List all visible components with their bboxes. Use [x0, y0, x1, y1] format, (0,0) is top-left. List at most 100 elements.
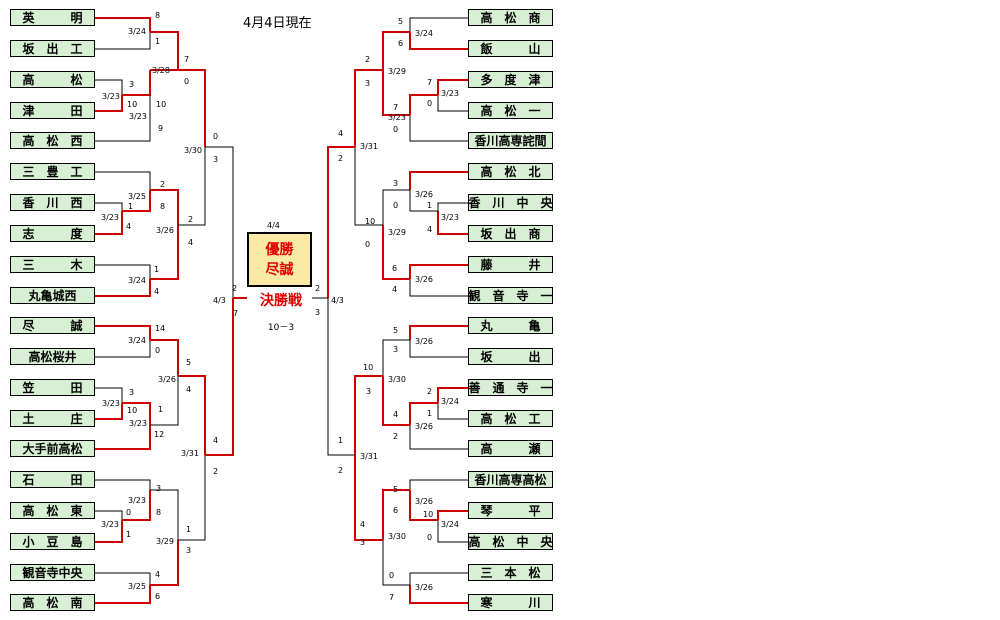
bracket-line [150, 540, 179, 586]
bracket-line [382, 489, 410, 540]
left-score-label: 2 [232, 284, 238, 293]
left-score-label: 2 [160, 180, 166, 189]
bracket-line [437, 387, 468, 403]
left-score-label: 5 [186, 358, 192, 367]
right-score-label: 4 [360, 520, 366, 529]
team-name: 香 川 中 央 [468, 196, 553, 210]
bracket-line [95, 510, 123, 520]
right-score-label: 3/24 [415, 29, 433, 38]
team-name: 志 度 [22, 227, 83, 241]
right-score-label: 5 [393, 485, 399, 494]
bracket-line [95, 387, 123, 403]
team-name: 笠 田 [22, 381, 83, 395]
right-score-label: 3/24 [441, 520, 459, 529]
right-team-20: 寒 川 [468, 594, 553, 611]
right-score-label: 3/31 [360, 142, 378, 151]
bracket-line [409, 115, 468, 142]
left-team-15: 大手前高松 [10, 440, 95, 457]
right-score-label: 2 [393, 432, 399, 441]
left-score-label: 1 [126, 530, 132, 539]
right-team-5: 香川高専詫間 [468, 132, 553, 149]
left-score-label: 8 [156, 508, 162, 517]
right-score-label: 3/24 [441, 397, 459, 406]
bracket-line [382, 225, 410, 280]
team-name: 高 松 [22, 73, 83, 87]
bracket-line [95, 325, 151, 340]
left-score-label: 3 [186, 546, 192, 555]
bracket-line [150, 189, 179, 225]
bracket-line [382, 70, 410, 116]
right-score-label: 1 [427, 201, 433, 210]
bracket-line [437, 403, 468, 420]
right-score-label: 10 [363, 363, 374, 372]
right-score-label: 3/23 [388, 113, 406, 122]
bracket-line [382, 339, 410, 376]
team-name: 尽 誠 [22, 319, 83, 333]
bracket-line [409, 279, 468, 297]
champion-team: 尽誠 [265, 262, 294, 278]
bracket-line [95, 95, 123, 112]
bracket-line [95, 425, 151, 450]
team-name: 高 松 北 [480, 165, 541, 179]
right-score-label: 1 [427, 409, 433, 418]
right-score-label: 3/26 [415, 337, 433, 346]
bracket-line [409, 425, 468, 450]
right-score-label: 0 [393, 125, 399, 134]
left-score-label: 4 [154, 287, 160, 296]
right-team-6: 高 松 北 [468, 163, 553, 180]
left-score-label: 3/24 [128, 27, 146, 36]
left-team-9: 三 木 [10, 256, 95, 273]
bracket-line [95, 403, 123, 420]
right-score-label: 3/30 [388, 532, 406, 541]
final-score: 10－3 [267, 323, 295, 333]
final-label: 決勝戦 [260, 293, 302, 309]
right-team-7: 香 川 中 央 [468, 194, 553, 211]
right-score-label: 3/30 [388, 375, 406, 384]
left-team-10: 丸亀城西 [10, 287, 95, 304]
right-score-label: 3/26 [415, 422, 433, 431]
bracket-line [382, 540, 410, 586]
left-team-1: 英 明 [10, 9, 95, 26]
left-score-label: 3/25 [128, 582, 146, 591]
left-score-label: 3/24 [128, 276, 146, 285]
bracket-line [409, 94, 438, 115]
bracket-line [150, 376, 179, 426]
team-name: 大手前高松 [22, 442, 83, 456]
right-team-13: 善 通 寺 一 [468, 379, 553, 396]
right-score-label: 0 [365, 240, 371, 249]
left-score-label: 4 [126, 222, 132, 231]
bracket-line [437, 520, 468, 543]
left-score-label: 0 [155, 346, 161, 355]
bracket-line [178, 147, 206, 226]
right-score-label: 5 [398, 17, 404, 26]
left-team-4: 津 田 [10, 102, 95, 119]
right-score-label: 6 [392, 264, 398, 273]
team-name: 琴 平 [480, 504, 541, 518]
bracket-line [354, 69, 383, 147]
right-score-label: 1 [338, 436, 344, 445]
left-team-8: 志 度 [10, 225, 95, 242]
team-name: 三 豊 工 [22, 165, 83, 179]
left-team-19: 観音寺中央 [10, 564, 95, 581]
bracket-line [409, 32, 468, 50]
team-name: 高 松 工 [480, 412, 541, 426]
team-name: 坂 出 工 [22, 42, 83, 56]
left-score-label: 4/3 [213, 296, 226, 305]
bracket-line [409, 171, 468, 190]
left-score-label: 8 [160, 202, 166, 211]
bracket-line [354, 375, 383, 455]
left-score-label: 3/23 [128, 496, 146, 505]
right-score-label: 4 [427, 225, 433, 234]
right-score-label: 10 [423, 510, 434, 519]
bracket-line [178, 69, 206, 147]
right-team-18: 高 松 中 央 [468, 533, 553, 550]
right-score-label: 7 [389, 593, 395, 602]
left-team-17: 高 松 東 [10, 502, 95, 519]
left-score-label: 3/30 [184, 146, 202, 155]
right-score-label: 2 [338, 154, 344, 163]
right-team-17: 琴 平 [468, 502, 553, 519]
bracket-line [437, 211, 468, 235]
left-score-label: 3/23 [129, 419, 147, 428]
